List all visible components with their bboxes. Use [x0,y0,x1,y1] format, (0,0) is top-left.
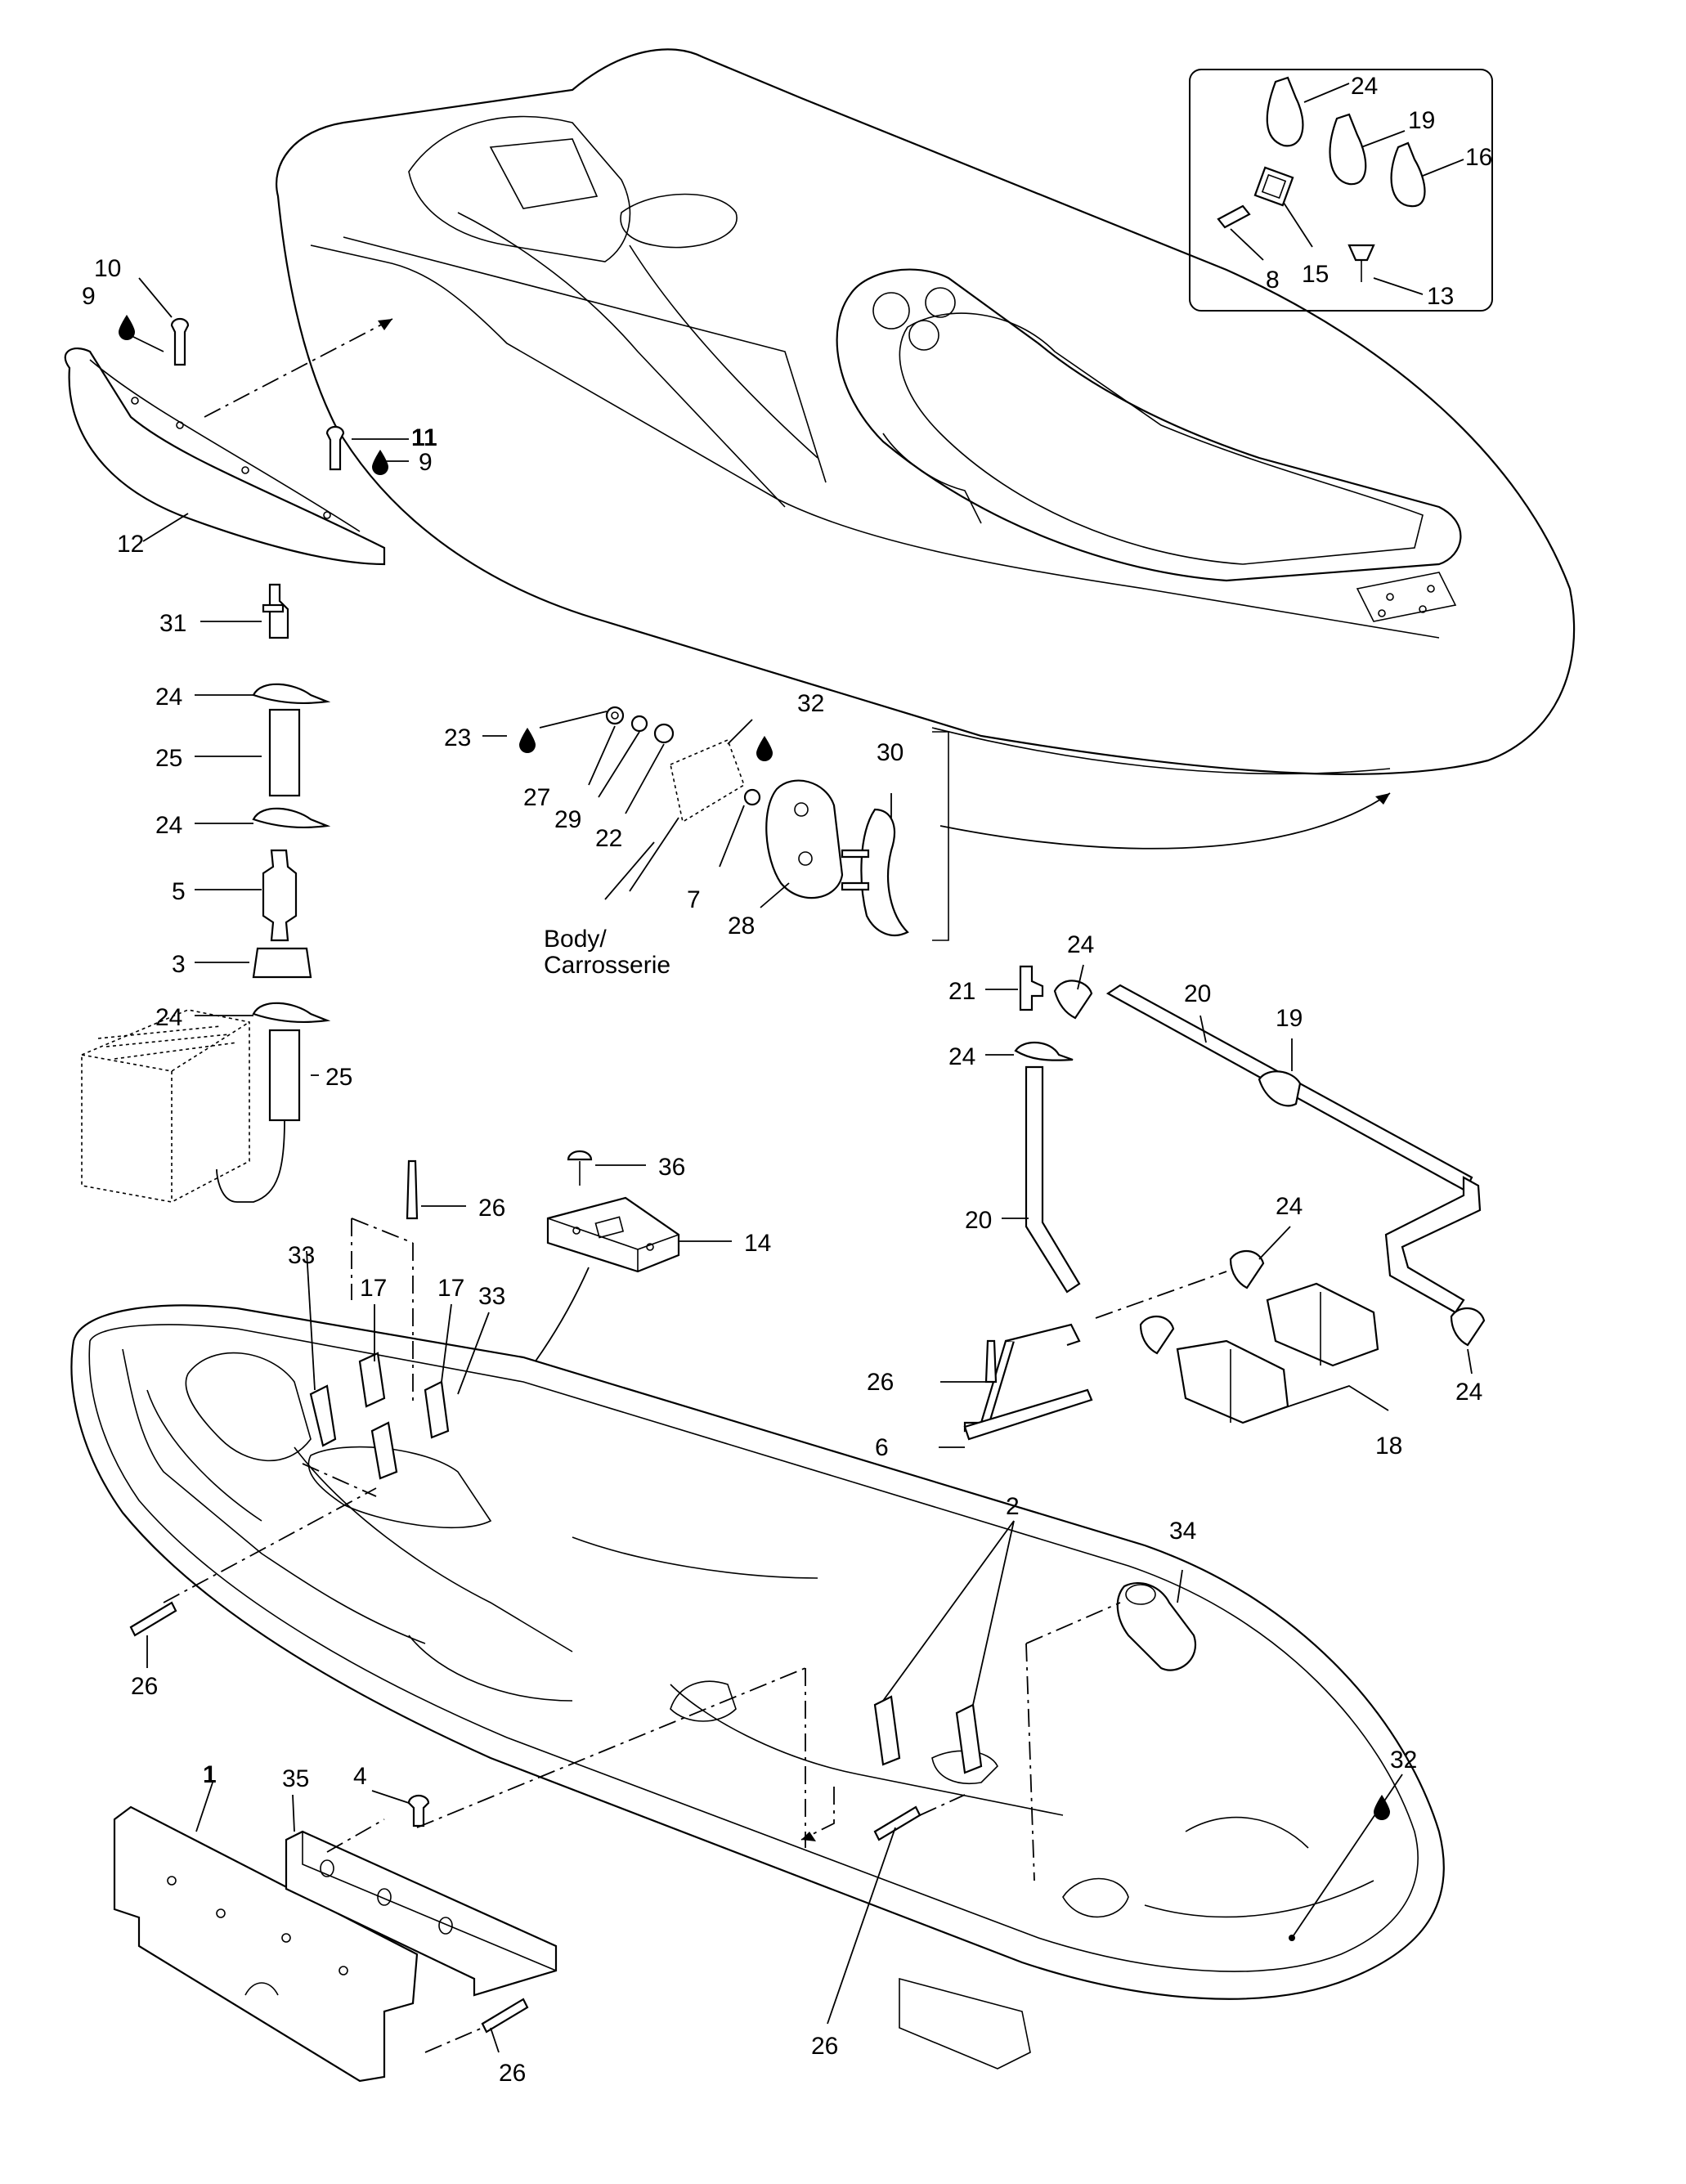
rivet-26-upper [406,1159,419,1220]
callout: 22 [595,825,622,852]
vent-line-assembly [216,583,331,1203]
callout: 19 [1276,1005,1303,1032]
oil-drop-icon [519,728,536,753]
callout: 24 [1455,1379,1482,1406]
mounting-plate [546,1150,680,1273]
upper-body-deck [276,48,1576,775]
hook-assembly [605,706,949,941]
body-label: Body/ [544,926,607,953]
callout: 11 [411,424,437,451]
oil-drop-icon [756,736,773,761]
callout: 24 [155,1004,182,1031]
callout: 17 [360,1275,387,1302]
clip-inset-box [1189,69,1493,312]
vent-hose-assembly [963,965,1486,1441]
battery-outline [81,1009,250,1203]
callout: 12 [117,531,144,558]
callout: 14 [744,1230,771,1257]
side-bumper [64,348,386,566]
callout: 10 [94,255,121,282]
callout: 24 [155,812,182,839]
oil-drop-icon [372,450,388,475]
callout: 32 [797,690,824,717]
callout: 21 [948,978,975,1005]
callout: 27 [523,784,550,811]
callout: 30 [877,739,904,766]
callout: 13 [1427,283,1454,310]
callout: 33 [288,1242,315,1269]
callout: 24 [1276,1193,1303,1220]
callout: 7 [687,886,701,913]
body-label-fr: Carrosserie [544,952,670,979]
callout: 26 [499,2060,526,2087]
callout: 32 [1390,1747,1417,1774]
screw-11 [325,425,345,471]
callout: 9 [82,283,96,310]
filler-cap [1116,1582,1196,1671]
callout: 34 [1169,1518,1196,1545]
callout: 6 [875,1434,889,1461]
callout: 15 [1302,261,1329,288]
callout: 26 [867,1369,894,1396]
callout: 24 [1067,931,1094,958]
rear-angle-bracket [285,1830,558,1997]
lower-hull [70,1304,1445,2070]
callout: 26 [131,1673,158,1700]
callout: 24 [1351,73,1378,100]
callout: 8 [1266,267,1280,294]
rivet-26-left [129,1601,177,1637]
callout: 2 [1006,1493,1020,1520]
hull-brackets [309,1352,983,1774]
callout: 31 [159,610,186,637]
callout: 3 [172,951,186,978]
screw-10 [170,317,190,366]
callout: 26 [811,2033,838,2060]
callout: 24 [948,1043,975,1070]
oil-drop-icon [1374,1795,1390,1820]
callout: 20 [1184,980,1211,1007]
callout: 19 [1408,107,1435,134]
callout: 1 [203,1761,217,1788]
callout: 17 [437,1275,464,1302]
callout: 25 [155,745,182,772]
rear-plate [113,1805,419,2083]
callout: 36 [658,1154,685,1181]
screw-4 [407,1794,430,1827]
callout: 26 [478,1195,505,1222]
oil-drop-icon [119,315,135,340]
callout: 29 [554,806,581,833]
callout: 20 [965,1207,992,1234]
callout: 23 [444,724,471,751]
callout: 9 [419,449,433,476]
callout: 24 [155,684,182,711]
callout-labels: 24 19 16 8 15 13 10 9 11 9 12 31 24 25 2… [82,73,1492,2087]
callout: 16 [1465,144,1492,171]
rivet-26-rear [481,1998,529,2034]
callout: 35 [282,1765,309,1792]
callout: 5 [172,878,186,905]
callout: 28 [728,913,755,940]
callout: 4 [353,1763,367,1790]
callout: 33 [478,1283,505,1310]
callout: 18 [1375,1433,1402,1460]
rivet-26-right [984,1339,998,1383]
callout: 25 [325,1064,352,1091]
